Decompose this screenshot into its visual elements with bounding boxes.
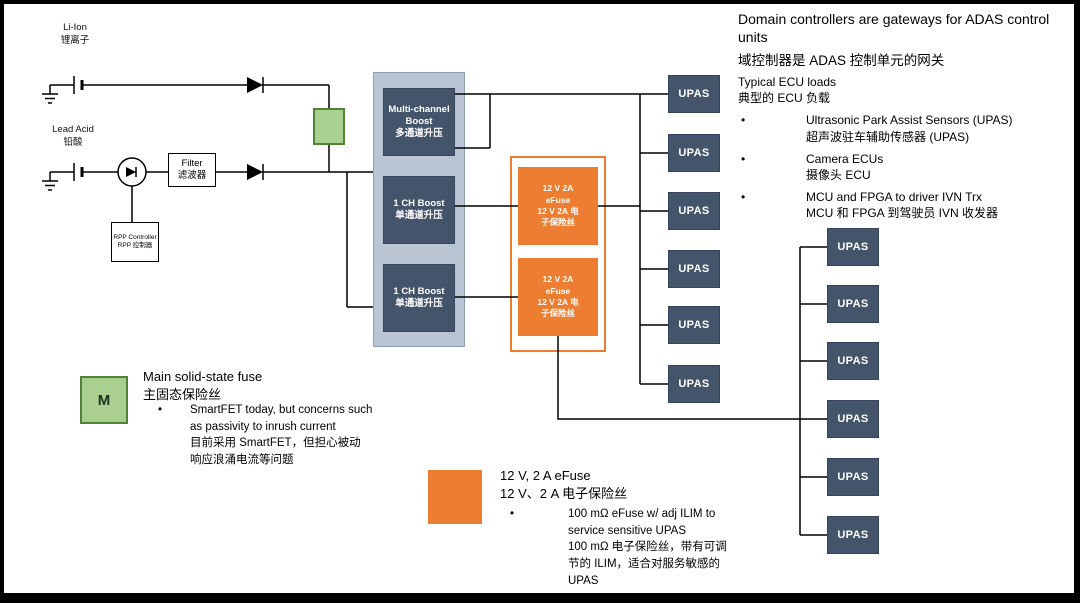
lead-acid-label-zh: 铅酸 <box>63 136 83 148</box>
boost-label-zh: 单通道升压 <box>395 210 443 221</box>
efuse-box-2: 12 V 2A eFuse 12 V 2A 电 子保险丝 <box>518 258 598 336</box>
title-en: Domain controllers are gateways for ADAS… <box>738 11 1050 46</box>
boost-box-1ch-a: 1 CH Boost 单通道升压 <box>383 176 455 244</box>
liion-label-zh: 锂离子 <box>60 34 90 46</box>
legend-efuse-title: 12 V, 2 A eFuse 12 V、2 A 电子保险丝 <box>500 467 627 502</box>
upas-box: UPAS <box>827 228 879 266</box>
ground-symbol <box>42 85 58 104</box>
upas-box: UPAS <box>827 285 879 323</box>
ecu-loads-block: Typical ECU loads 典型的 ECU 负载 • Ultrasoni… <box>738 74 1076 222</box>
legend-efuse-bullet-text: 100 mΩ eFuse w/ adj ILIM to service sens… <box>568 508 727 587</box>
upas-box: UPAS <box>668 192 720 230</box>
bullet-dot: • <box>158 404 163 416</box>
page-title: Domain controllers are gateways for ADAS… <box>738 10 1076 69</box>
upas-box: UPAS <box>827 400 879 438</box>
legend-efuse-title-en: 12 V, 2 A eFuse <box>500 468 591 483</box>
upas-box: UPAS <box>827 458 879 496</box>
ecu-load-item: • MCU and FPGA to driver IVN Trx MCU 和 F… <box>738 189 1076 221</box>
ecu-item-zh: MCU 和 FPGA 到驾驶员 IVN 收发器 <box>806 206 999 221</box>
lead-acid-label-en: Lead Acid <box>52 124 94 135</box>
ecu-loads-heading-en: Typical ECU loads <box>738 75 837 89</box>
upas-box: UPAS <box>668 134 720 172</box>
upas-box: UPAS <box>668 75 720 113</box>
legend-fuse-symbol: M <box>80 376 128 424</box>
liion-label-en: Li-Ion <box>63 22 87 33</box>
rpp-label-en: RPP Controller <box>113 233 157 241</box>
upas-box: UPAS <box>668 365 720 403</box>
legend-fuse-title-zh: 主固态保险丝 <box>143 386 222 402</box>
efuse-box-1: 12 V 2A eFuse 12 V 2A 电 子保险丝 <box>518 167 598 245</box>
ecu-item-en: MCU and FPGA to driver IVN Trx <box>806 190 983 205</box>
boost-label-zh: 单通道升压 <box>395 298 443 309</box>
main-fuse-symbol <box>313 108 345 145</box>
boost-label-en: Multi-channel Boost <box>388 104 450 128</box>
ecu-loads-heading-zh: 典型的 ECU 负载 <box>738 91 831 106</box>
ecu-item-en: Ultrasonic Park Assist Sensors (UPAS) <box>806 113 1013 128</box>
liion-label: Li-Ion 锂离子 <box>40 22 110 48</box>
ecu-load-item: • Ultrasonic Park Assist Sensors (UPAS) … <box>738 112 1076 144</box>
ecu-item-zh: 超声波驻车辅助传感器 (UPAS) <box>806 129 970 144</box>
filter-label-zh: 滤波器 <box>177 170 207 181</box>
diode-symbol <box>247 77 263 93</box>
boost-label-zh: 多通道升压 <box>395 127 443 139</box>
rpp-label-zh: RPP 控制器 <box>117 242 153 249</box>
ecu-load-item: • Camera ECUs 摄像头 ECU <box>738 151 1076 183</box>
boost-label-en: 1 CH Boost <box>393 198 445 210</box>
legend-fuse-title: Main solid-state fuse 主固态保险丝 <box>143 368 262 403</box>
upas-box: UPAS <box>668 250 720 288</box>
legend-fuse-bullet-text: SmartFET today, but concerns such as pas… <box>190 404 373 467</box>
upas-box: UPAS <box>827 342 879 380</box>
bullet-dot: • <box>510 508 515 520</box>
boost-box-multichannel: Multi-channel Boost 多通道升压 <box>383 88 455 156</box>
legend-fuse-title-en: Main solid-state fuse <box>143 369 263 384</box>
bullet-dot: • <box>741 151 746 166</box>
upas-box: UPAS <box>668 306 720 344</box>
legend-efuse-symbol <box>428 470 482 524</box>
legend-efuse-title-zh: 12 V、2 A 电子保险丝 <box>500 485 628 501</box>
ground-symbol <box>42 172 58 191</box>
bullet-dot: • <box>741 113 746 128</box>
ecu-item-zh: 摄像头 ECU <box>806 167 871 182</box>
ecu-item-en: Camera ECUs <box>806 151 884 166</box>
legend-fuse-bullet: • SmartFET today, but concerns such as p… <box>158 402 423 469</box>
bullet-dot: • <box>741 190 746 205</box>
filter-label-en: Filter <box>181 157 203 169</box>
boost-label-en: 1 CH Boost <box>393 286 445 298</box>
diode-symbol <box>247 164 263 180</box>
upas-box: UPAS <box>827 516 879 554</box>
rpp-controller-box: RPP Controller RPP 控制器 <box>111 222 159 262</box>
filter-box: Filter 滤波器 <box>168 153 216 187</box>
boost-box-1ch-b: 1 CH Boost 单通道升压 <box>383 264 455 332</box>
lead-acid-label: Lead Acid 铅酸 <box>33 124 113 150</box>
legend-efuse-bullet: • 100 mΩ eFuse w/ adj ILIM to service se… <box>510 506 760 589</box>
title-zh: 域控制器是 ADAS 控制单元的网关 <box>738 53 945 69</box>
legend-fuse-letter: M <box>97 391 111 409</box>
